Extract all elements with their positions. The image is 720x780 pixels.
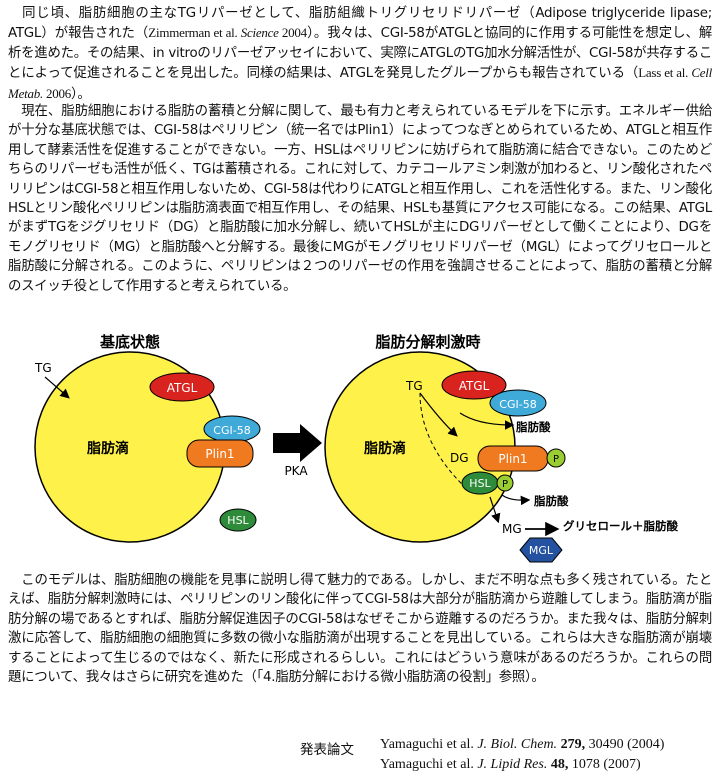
paragraph-2: 現在、脂肪細胞における脂肪の蓄積と分解に関して、最も有力と考えられているモデルを… xyxy=(8,102,712,296)
tg-to-dg-arrow xyxy=(419,392,458,437)
pub1-volume: 279, xyxy=(557,737,586,752)
fatty-acid-label-1: 脂肪酸 xyxy=(515,420,551,434)
paragraph-1: 同じ頃、脂肪細胞の主なTGリパーゼとして、脂肪組織トリグリセリドリパーゼ（Adi… xyxy=(8,4,712,104)
pub2-authors: Yamaguchi et al. xyxy=(380,757,478,772)
atgl-left xyxy=(149,372,215,402)
paragraph-3: このモデルは、脂肪細胞の機能を見事に説明し得て魅力的である。しかし、まだ不明な点… xyxy=(8,571,712,687)
cgi58-right xyxy=(489,389,547,417)
mgl-hexagon xyxy=(519,537,563,563)
droplet-label-right: 脂肪滴 xyxy=(363,440,406,457)
mgl-label: MGL xyxy=(529,544,554,557)
atgl-right xyxy=(441,370,507,400)
p1-ref-journal-2: Cell Metab. xyxy=(8,65,713,101)
p1-ref-year-1: 2004 xyxy=(278,25,307,41)
publication-2: Yamaguchi et al. J. Lipid Res. 48, 1078 … xyxy=(380,757,641,773)
plin1-label-right: Plin1 xyxy=(498,452,527,466)
basal-state-title: 基底状態 xyxy=(99,333,160,351)
pka-arrow xyxy=(273,424,322,462)
fatty-acid-arrow-2 xyxy=(501,494,531,506)
p3-text: このモデルは、脂肪細胞の機能を見事に説明し得て魅力的である。しかし、まだ不明な点… xyxy=(8,573,712,686)
lipolysis-model-diagram: 基底状態 脂肪滴 TG ATGL CGI-58 Plin1 HSL PKA 脂肪… xyxy=(34,333,678,563)
pka-label: PKA xyxy=(284,464,308,478)
p1-text-c: ）。 xyxy=(70,86,91,102)
pub1-pages-year: 30490 (2004) xyxy=(585,737,665,752)
dg-label: DG xyxy=(450,451,469,465)
p1-ref-journal-1: Science xyxy=(240,25,279,41)
pub1-authors: Yamaguchi et al. xyxy=(380,737,478,752)
hsl-left xyxy=(219,508,257,532)
pub2-pages-year: 1078 (2007) xyxy=(568,757,641,772)
cgi58-label-right: CGI-58 xyxy=(499,398,536,411)
plin1-label-left: Plin1 xyxy=(205,447,234,461)
p2-text: 現在、脂肪細胞における脂肪の蓄積と分解に関して、最も有力と考えられているモデルを… xyxy=(8,104,712,294)
publication-1: Yamaguchi et al. J. Biol. Chem. 279, 304… xyxy=(380,737,664,753)
droplet-label-left: 脂肪滴 xyxy=(86,440,129,457)
atgl-label-right: ATGL xyxy=(459,379,490,393)
hsl-label-left: HSL xyxy=(227,514,249,527)
mg-label: MG xyxy=(502,522,522,536)
phospho-p-hsl xyxy=(496,474,514,492)
dg-to-mg-arrow xyxy=(489,496,501,524)
p-label-plin1: P xyxy=(553,454,559,465)
p1-ref-authors-1: Zimmerman et al. xyxy=(148,25,241,41)
atgl-label-left: ATGL xyxy=(167,381,198,395)
pub2-volume: 48, xyxy=(547,757,569,772)
lipolysis-state-title: 脂肪分解刺激時 xyxy=(375,333,480,351)
tg-arrow-left xyxy=(44,376,70,399)
p1-ref-authors-2: Lass et al. xyxy=(638,65,692,81)
p1-ref-year-2: 2006 xyxy=(42,85,71,101)
hsl-label-right: HSL xyxy=(469,477,491,490)
tg-label-left: TG xyxy=(34,361,52,375)
p1-text-b: ）。我々は、CGI-58がATGLと協同的に作用する可能性を想定し、解析を進めた… xyxy=(8,26,713,82)
fatty-acid-arrow-1 xyxy=(459,412,515,430)
pub2-journal: J. Lipid Res. xyxy=(477,757,548,772)
publications-title: 発表論文 xyxy=(300,742,354,758)
pub1-journal: J. Biol. Chem. xyxy=(477,737,558,752)
p-label-hsl: P xyxy=(502,479,508,490)
fatty-acid-label-2: 脂肪酸 xyxy=(533,494,569,508)
tg-label-right: TG xyxy=(405,379,423,393)
p1-text-a: 同じ頃、脂肪細胞の主なTGリパーゼとして、脂肪組織トリグリセリドリパーゼ（Adi… xyxy=(8,6,712,42)
glycerol-label: グリセロール＋脂肪酸 xyxy=(563,519,678,533)
plin1-left xyxy=(186,439,254,468)
phospho-p-plin1 xyxy=(546,448,566,468)
cgi58-label-left: CGI-58 xyxy=(213,424,250,437)
tg-dashed-path xyxy=(419,392,469,491)
